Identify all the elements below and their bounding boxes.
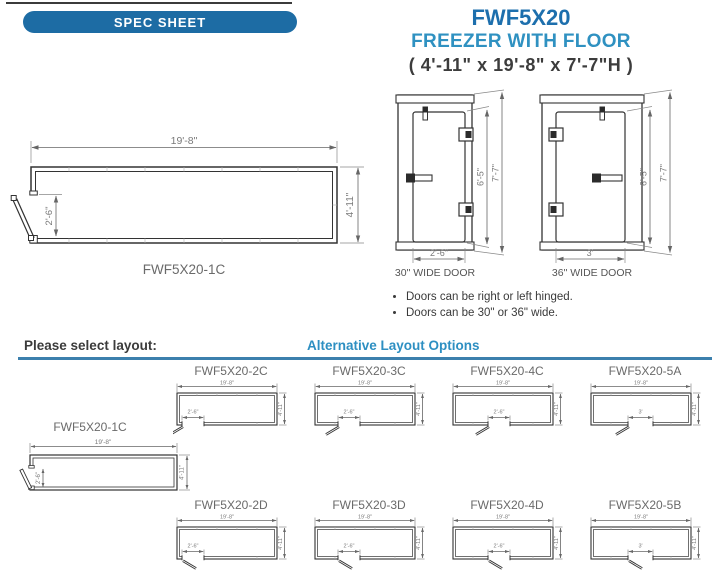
dim-depth: 4'-11" [180,465,186,480]
layout-plan: 19'-8" 4'-11" 2'-6" [452,381,563,436]
dim-depth: 4'-11" [692,402,698,416]
dim-depth: 4'-11" [416,402,422,416]
note-item: Doors can be 30" or 36" wide. [406,307,692,321]
dim-depth: 4'-11" [278,402,284,416]
layout-plan: 19'-8" 4'-11" 2'-6" [173,381,287,435]
dim-overall-height-36: 7'-7" [659,164,669,182]
title-block: FWF5X20 FREEZER WITH FLOOR ( 4'-11" x 19… [391,6,651,77]
dim-depth: 4'-11" [416,536,422,550]
dim-door: 2'-6" [188,410,199,416]
dim-depth: 4'-11" [345,192,356,217]
dim-length: 19'-8" [496,381,510,387]
dim-door-height-36: 6'-5" [639,168,649,186]
dim-door: 2'-6" [344,544,355,550]
dim-door-height-30: 6'-5" [476,168,486,186]
door-leaf [19,468,33,490]
dim-length: 19'-8" [634,515,648,521]
door-notes: Doors can be right or left hinged. Doors… [392,291,692,322]
dim-length: 19'-8" [220,515,234,521]
dim-door: 2'-6" [494,544,505,550]
layout-option-FWF5X20-4C[interactable]: FWF5X20-4C 19'-8" 4'-11" 2'-6" [447,364,567,439]
layout-option-label: FWF5X20-5B [608,498,682,512]
layout-option-selected[interactable]: 19'-8" 2'-6" 4'-11" [16,436,198,518]
dim-door: 3' [638,410,642,416]
dim-length: 19'-8" [358,381,372,387]
elevation-30-label: 30" WIDE DOOR [395,267,476,279]
select-layout-prompt: Please select layout: [24,338,157,353]
layout-plan: 19'-8" 4'-11" 3' [590,515,701,570]
door-leaf [628,559,643,570]
dim-overall-height-30: 7'-7" [491,164,501,182]
layout-option-FWF5X20-3D[interactable]: FWF5X20-3D 19'-8" 4'-11" 2'-6" [309,498,429,573]
layout-option-FWF5X20-3C[interactable]: FWF5X20-3C 19'-8" 4'-11" 2'-6" [309,364,429,439]
layout-option-label: FWF5X20-4D [470,498,544,512]
door-closer [599,106,605,121]
layout-plan: 19'-8" 4'-11" 2'-6" [314,381,425,436]
hinge-icon [548,127,564,217]
dim-length: 19'-8" [634,381,648,387]
layout-plan: 19'-8" 4'-11" 2'-6" [452,515,563,570]
layout-plan: 19'-8" 4'-11" 3' [590,381,701,436]
elevation-36-door: 6'-5" 7'-7" 3' 36" WIDE DOOR [539,89,673,279]
product-subtitle: FREEZER WITH FLOOR [411,31,631,52]
layout-plan: 19'-8" 4'-11" 2'-6" [314,515,425,570]
dim-depth: 4'-11" [554,536,560,550]
dim-door: 2'-6" [44,207,55,226]
layout-option-FWF5X20-5A[interactable]: FWF5X20-5A 19'-8" 4'-11" 3' [585,364,705,439]
elevation-36-label: 36" WIDE DOOR [552,267,633,279]
model-title: FWF5X20 [471,5,571,30]
layout-option-FWF5X20-5B[interactable]: FWF5X20-5B 19'-8" 4'-11" 3' [585,498,705,573]
spec-sheet-banner: SPEC SHEET [23,11,297,33]
dim-depth: 4'-11" [692,536,698,550]
dim-door: 2'-6" [494,410,505,416]
header-rule [6,2,292,4]
selected-layout-label: FWF5X20-1C [53,420,127,434]
door-leaf [475,425,490,436]
door-leaf [338,559,353,570]
dim-length: 19'-8" [496,515,510,521]
layout-option-FWF5X20-2D[interactable]: FWF5X20-2D 19'-8" 4'-11" 2'-6" [171,498,291,573]
dim-door: 2'-6" [36,472,42,484]
dim-door: 2'-6" [188,544,199,550]
dim-door: 3' [638,544,642,550]
layout-option-label: FWF5X20-5A [608,364,682,378]
section-divider [18,357,712,360]
dim-depth: 4'-11" [278,536,284,550]
door-handle-icon [406,173,433,183]
layout-option-label: FWF5X20-4C [470,364,544,378]
layout-option-label: FWF5X20-3C [332,364,406,378]
door-handle-icon [592,173,623,183]
dim-length: 19'-8" [171,135,198,147]
layout-plan: 19'-8" 4'-11" 2'-6" [176,515,287,570]
dim-length: 19'-8" [358,515,372,521]
dim-length: 19'-8" [220,381,234,387]
dim-door: 2'-6" [344,410,355,416]
layout-option-FWF5X20-2C[interactable]: FWF5X20-2C 19'-8" 4'-11" 2'-6" [171,364,291,439]
panel-seam-ticks [68,167,337,243]
layout-option-label: FWF5X20-3D [332,498,406,512]
spec-sheet-banner-label: SPEC SHEET [113,14,207,30]
alt-layout-title: Alternative Layout Options [307,338,480,353]
layout-option-FWF5X20-4D[interactable]: FWF5X20-4D 19'-8" 4'-11" 2'-6" [447,498,567,573]
door-leaf [173,425,184,435]
dim-length: 19'-8" [95,439,112,446]
main-plan-drawing: 19'-8" 2'-6" [10,135,364,277]
dim-door-width-30: 2'-6" [430,248,448,258]
door-leaf [182,559,197,570]
layout-option-label: FWF5X20-2C [194,364,268,378]
door-leaf [488,559,503,570]
plan-label: FWF5X20-1C [143,262,226,277]
dim-depth: 4'-11" [554,402,560,416]
door-leaf [325,425,340,436]
note-item: Doors can be right or left hinged. [406,291,692,305]
door-leaf [615,425,630,436]
elevation-30-door: 6'-5" 7'-7" 2'-6" 30" WIDE DOOR [395,89,505,279]
door-leaf [10,195,35,241]
overall-dimensions: ( 4'-11" x 19'-8" x 7'-7"H ) [408,55,634,75]
dim-door-width-36: 3' [587,248,594,258]
hinge-icon [458,127,474,217]
door-closer [422,106,428,121]
layout-option-label: FWF5X20-2D [194,498,268,512]
